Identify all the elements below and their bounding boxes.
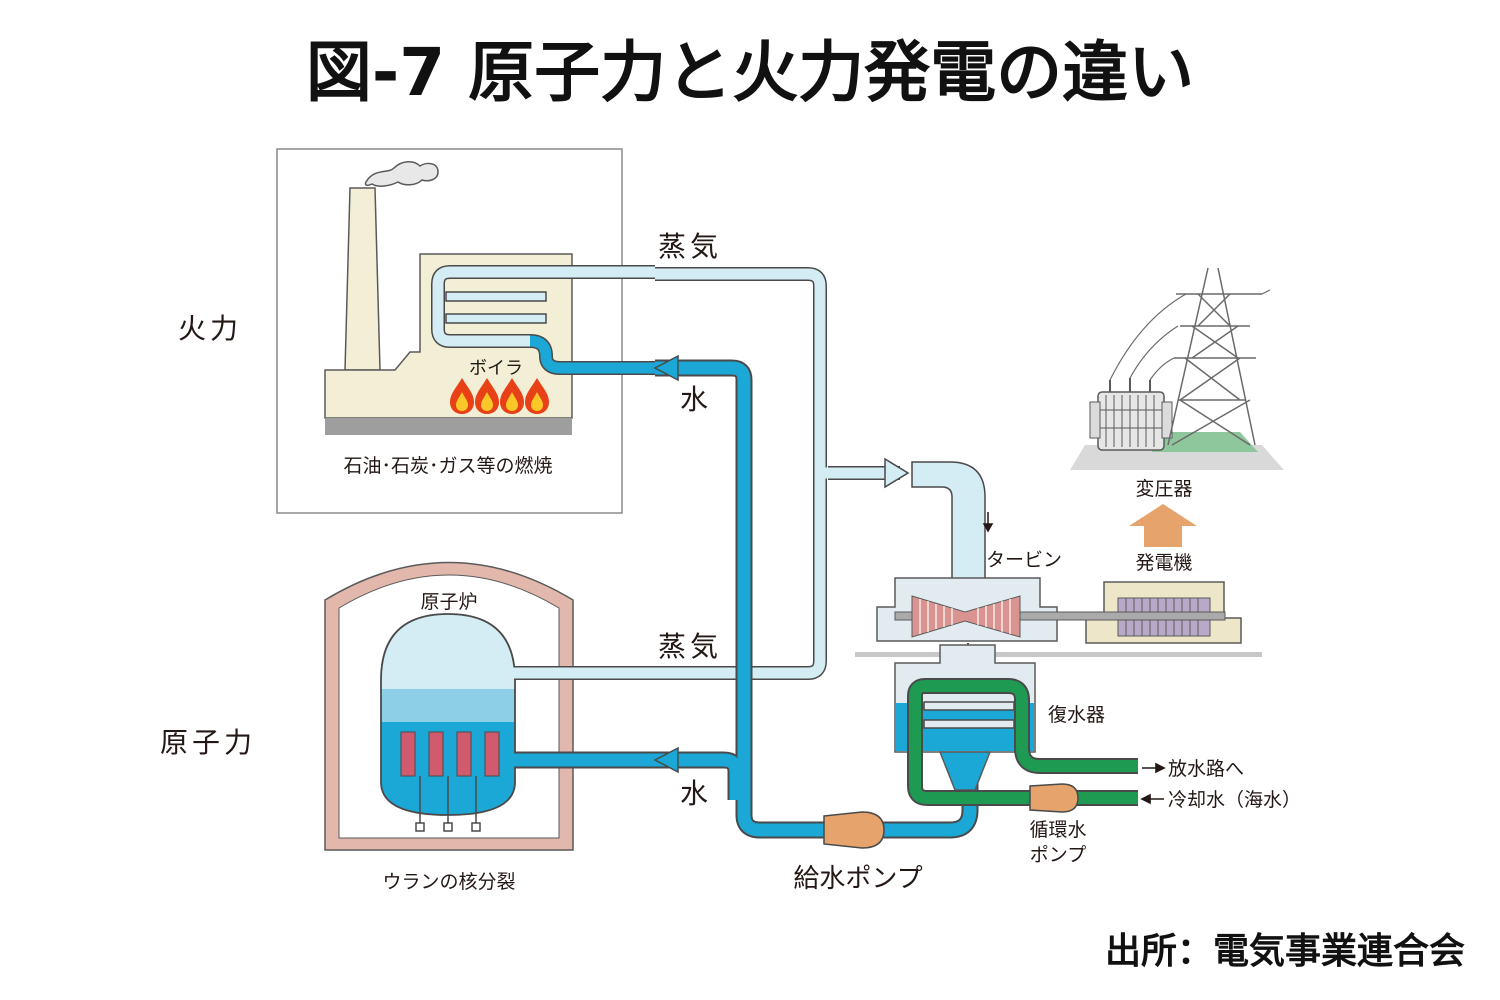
flame-icons	[450, 378, 549, 414]
flame-icon	[506, 392, 518, 411]
discharge-arrow-icon	[1142, 762, 1166, 774]
thermal-label: 火力	[178, 312, 242, 345]
turbine-label: タービン	[986, 549, 1062, 571]
water-arrow-icon	[653, 746, 679, 774]
steam-arrow-icon	[884, 457, 910, 489]
circulation-pump-label-line2: ポンプ	[1030, 844, 1086, 866]
water-label-bottom: 水	[680, 777, 708, 810]
smoke-icon	[364, 161, 439, 187]
feed-pump-label: 給水ポンプ	[793, 864, 922, 894]
circulation-pump-icon	[1029, 783, 1079, 813]
chimney	[344, 187, 381, 371]
steam-label-top: 蒸気	[658, 230, 722, 263]
reactor-label: 原子炉	[420, 591, 477, 613]
feed-pump-icon	[823, 811, 885, 849]
thermal-plant-panel: ボイラ 石油･石炭･ガス等の燃焼	[276, 148, 655, 514]
intake-arrow-icon	[1140, 793, 1164, 805]
fuel-rods	[400, 731, 500, 777]
condenser-label: 復水器	[1048, 704, 1105, 726]
water-arrow-icon	[653, 354, 679, 382]
flame-icon	[531, 392, 543, 411]
turbine-generator	[855, 512, 1262, 665]
nuclear-plant-panel: 原子炉 ウランの核分裂	[324, 561, 574, 893]
transformer-icon	[1089, 378, 1173, 451]
transmission-scene	[1070, 267, 1284, 470]
steam-label-bottom: 蒸気	[658, 630, 722, 663]
cooling-water-label: 冷却水（海水）	[1168, 789, 1301, 811]
boiler-tubes	[431, 265, 655, 375]
steam-to-turbine	[911, 461, 986, 581]
thermal-fuel-label: 石油･石炭･ガス等の燃焼	[343, 455, 552, 477]
flame-icon	[456, 392, 468, 411]
nuclear-label: 原子力	[160, 726, 256, 759]
circulation-pump-label-line1: 循環水	[1029, 819, 1086, 841]
turbine-housing	[876, 577, 1058, 642]
flame-icon	[481, 392, 493, 411]
transformer-label: 変圧器	[1135, 478, 1192, 500]
shaft	[894, 611, 1226, 621]
control-rods	[415, 776, 481, 832]
source-credit: 出所：電気事業連合会	[1105, 931, 1465, 972]
power-up-arrow-icon	[1129, 504, 1197, 547]
uranium-label: ウランの核分裂	[382, 871, 515, 893]
transmission-tower-icon	[1109, 267, 1271, 446]
water-label-top: 水	[680, 383, 708, 416]
water-pipes	[514, 359, 979, 839]
page-title: 図-7 原子力と火力発電の違い	[306, 34, 1194, 111]
generator-label: 発電機	[1135, 552, 1192, 574]
discharge-label: 放水路へ	[1168, 758, 1244, 780]
building-foundation	[325, 418, 572, 435]
cooling-water-pipes	[907, 678, 1138, 806]
turbine-blades	[911, 595, 1021, 638]
grass	[1152, 432, 1258, 452]
boiler-label: ボイラ	[469, 358, 523, 379]
